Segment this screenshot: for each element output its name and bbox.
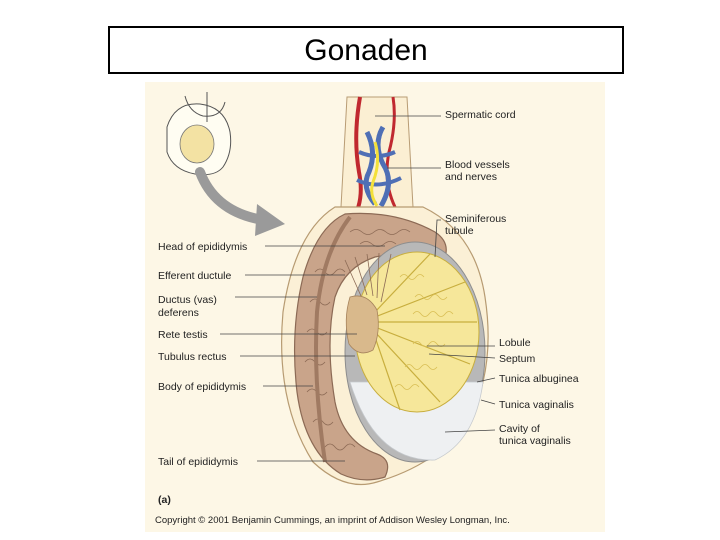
label-tunica-albuginea: Tunica albuginea <box>499 373 579 385</box>
rete-testis <box>345 295 379 354</box>
label-blood-line1: Blood vessels <box>445 159 510 171</box>
label-spermatic-cord: Spermatic cord <box>445 109 516 121</box>
label-tubulus-rectus: Tubulus rectus <box>158 351 226 363</box>
ductus-deferens <box>314 215 352 463</box>
zoom-arrow <box>195 167 268 225</box>
label-tail-of-epididymis: Tail of epididymis <box>158 456 238 468</box>
efferent-ductules <box>344 252 392 303</box>
label-semin-line2: tubule <box>445 225 474 237</box>
label-rete-testis: Rete testis <box>158 329 208 341</box>
label-lobule: Lobule <box>499 337 531 349</box>
label-efferent-ductule: Efferent ductule <box>158 270 232 282</box>
slide-title: Gonaden <box>108 26 624 74</box>
zoom-arrowhead <box>255 204 285 236</box>
testis-diagram: Head of epididymis Efferent ductule Duct… <box>145 82 605 532</box>
label-body-of-epididymis: Body of epididymis <box>158 381 246 393</box>
septa <box>374 253 477 411</box>
right-leader-lines <box>375 115 496 433</box>
label-blood-line2: and nerves <box>445 171 497 183</box>
panel-label: (a) <box>158 494 171 506</box>
inset-sketch <box>166 92 232 176</box>
cavity-tunica-vaginalis <box>349 381 484 461</box>
label-ductus-line1: Ductus (vas) <box>158 294 217 306</box>
copyright-text: Copyright © 2001 Benjamin Cummings, an i… <box>155 515 510 526</box>
spermatic-cord <box>340 96 414 224</box>
label-semin-line1: Seminiferous <box>445 213 506 225</box>
label-septum: Septum <box>499 353 535 365</box>
label-tunica-vaginalis: Tunica vaginalis <box>499 399 574 411</box>
label-ductus-line2: deferens <box>158 307 199 319</box>
label-cavity-line1: Cavity of <box>499 423 540 435</box>
label-cavity-line2: tunica vaginalis <box>499 435 571 447</box>
left-leader-lines <box>220 245 385 462</box>
label-head-of-epididymis: Head of epididymis <box>158 241 247 253</box>
tubule-texture <box>394 274 454 390</box>
